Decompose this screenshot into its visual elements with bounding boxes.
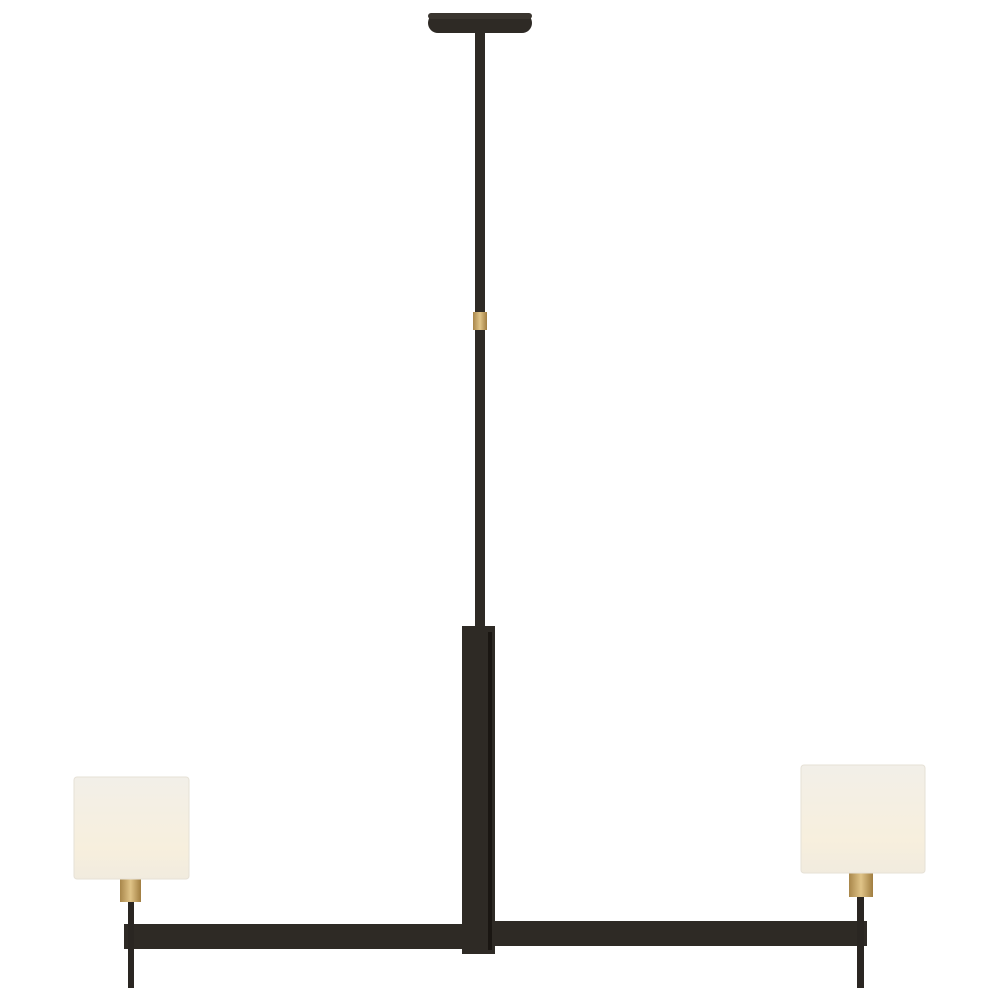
right-lampshade — [800, 764, 926, 874]
right-stem — [857, 893, 864, 988]
left-brass-socket — [120, 879, 141, 902]
downrod-upper — [475, 32, 485, 314]
ceiling-canopy — [428, 13, 532, 33]
horizontal-arm — [124, 921, 867, 949]
left-lampshade — [73, 776, 190, 880]
right-brass-socket — [849, 873, 873, 897]
center-body — [462, 626, 495, 954]
right-lamp — [800, 764, 926, 988]
brass-collar — [473, 312, 487, 330]
left-lamp — [73, 776, 190, 988]
left-stem — [128, 900, 134, 988]
downrod-lower — [475, 330, 485, 628]
